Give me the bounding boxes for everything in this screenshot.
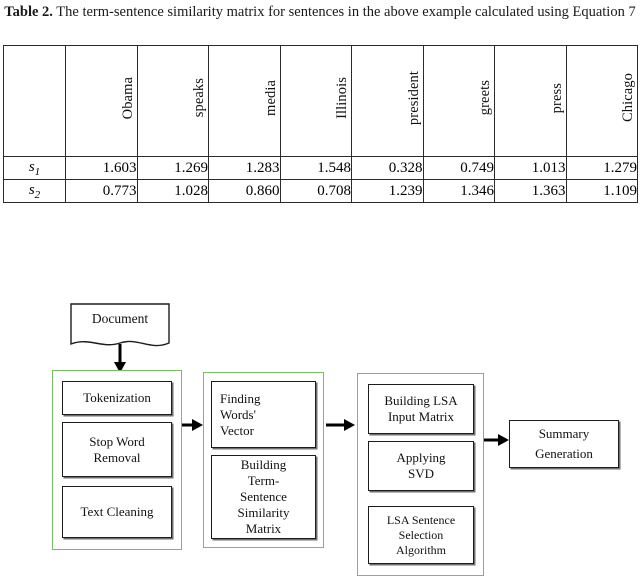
column-header-label: greets (477, 80, 493, 116)
cell-s2-speaks: 1.028 (136, 179, 209, 203)
arrow-stage2-to-stage3 (326, 419, 355, 431)
cell-s2-chicago: 1.109 (565, 179, 638, 203)
step-building-term-sentence-similarity-matrix[interactable]: Building Term- Sentence Similarity Matri… (211, 455, 316, 539)
table-row: s1 1.603 1.269 1.283 1.548 0.328 0.749 1… (3, 156, 638, 180)
arrow-document-to-stage1 (114, 344, 126, 373)
step-stop-word-removal[interactable]: Stop Word Removal (62, 422, 172, 477)
output-summary-label-line2: Generation (535, 446, 593, 461)
column-header-press: press (494, 45, 567, 157)
column-header-chicago: Chicago (565, 45, 638, 157)
column-header-obama: Obama (65, 45, 138, 157)
step-lsa-input-matrix-label-line2: Input Matrix (387, 409, 455, 424)
table-caption: Table 2. The term-sentence similarity ma… (0, 2, 640, 22)
step-applying-svd[interactable]: Applying SVD (368, 441, 474, 491)
column-header-label: Obama (119, 76, 136, 120)
document-label: Document (91, 311, 149, 326)
step-lsa-input-matrix-label-line1: Building LSA (384, 393, 458, 408)
row-header-s2: s2 (3, 179, 66, 203)
column-header-greets: greets (422, 45, 495, 157)
cell-s1-obama: 1.603 (65, 156, 138, 180)
step-finding-words-vector-label-line1: Finding (220, 390, 261, 406)
step-stop-word-removal-label-line1: Stop Word (89, 433, 145, 449)
output-summary-generation[interactable]: Summary Generation (509, 420, 619, 468)
step-finding-words-vector-label-line3: Vector (220, 422, 254, 438)
table-caption-label: Table 2. (4, 4, 53, 20)
column-header-label: speaks (191, 78, 207, 118)
column-header-president: president (351, 45, 424, 157)
step-term-sentence-label-line1: Building (240, 457, 287, 472)
column-header-label: president (405, 70, 422, 126)
step-lsa-sentence-selection-algorithm[interactable]: LSA Sentence Selection Algorithm (368, 506, 474, 564)
document-shape-icon (70, 303, 170, 347)
arrow-stage3-to-summary (484, 434, 509, 446)
step-term-sentence-label-line5: Matrix (245, 521, 282, 536)
step-building-lsa-input-matrix[interactable]: Building LSA Input Matrix (368, 384, 474, 434)
step-lsa-selection-label-line1: LSA Sentence (386, 512, 456, 527)
step-text-cleaning-label: Text Cleaning (80, 504, 154, 519)
cell-s2-illinois: 0.708 (279, 179, 352, 203)
step-finding-words-vector[interactable]: Finding Words' Vector (211, 381, 316, 448)
arrow-stage1-to-stage2 (182, 419, 203, 431)
cell-s2-obama: 0.773 (65, 179, 138, 203)
cell-s2-greets: 1.346 (422, 179, 495, 203)
table-corner-cell (3, 45, 66, 157)
column-header-speaks: speaks (136, 45, 209, 157)
cell-s2-president: 1.239 (351, 179, 424, 203)
step-term-sentence-label-line3: Sentence (240, 489, 287, 504)
cell-s2-press: 1.363 (494, 179, 567, 203)
step-finding-words-vector-label-line2: Words' (220, 406, 256, 422)
step-lsa-selection-label-line2: Selection (398, 527, 444, 542)
step-lsa-selection-label-line3: Algorithm (395, 542, 446, 557)
column-header-label: Chicago (620, 73, 636, 123)
cell-s1-greets: 0.749 (422, 156, 495, 180)
similarity-matrix-table: Obama speaks media Illinois president gr… (3, 45, 638, 203)
table-row: s2 0.773 1.028 0.860 0.708 1.239 1.346 1… (3, 179, 638, 203)
cell-s1-media: 1.283 (208, 156, 281, 180)
step-tokenization-label: Tokenization (83, 390, 151, 405)
step-term-sentence-label-line2: Term- (247, 473, 280, 488)
column-header-label: media (262, 80, 279, 116)
step-stop-word-removal-label-line2: Removal (93, 449, 141, 465)
cell-s1-illinois: 1.548 (279, 156, 352, 180)
cell-s1-speaks: 1.269 (136, 156, 209, 180)
table-caption-text: The term-sentence similarity matrix for … (56, 4, 636, 20)
table-header-row: Obama speaks media Illinois president gr… (3, 45, 638, 157)
step-text-cleaning[interactable]: Text Cleaning (62, 486, 172, 538)
column-header-media: media (208, 45, 281, 157)
step-applying-svd-label-line1: Applying (396, 450, 446, 465)
step-applying-svd-label-line2: SVD (407, 466, 434, 481)
row-header-s1: s1 (3, 156, 66, 180)
step-tokenization[interactable]: Tokenization (62, 381, 172, 415)
cell-s1-chicago: 1.279 (565, 156, 638, 180)
document-node: Document (70, 303, 170, 355)
column-header-label: Illinois (334, 77, 350, 119)
column-header-illinois: Illinois (279, 45, 352, 157)
output-summary-label-line1: Summary (538, 426, 590, 441)
cell-s1-president: 0.328 (351, 156, 424, 180)
step-term-sentence-label-line4: Similarity (237, 505, 290, 520)
cell-s2-media: 0.860 (208, 179, 281, 203)
column-header-label: press (548, 82, 565, 114)
cell-s1-press: 1.013 (494, 156, 567, 180)
